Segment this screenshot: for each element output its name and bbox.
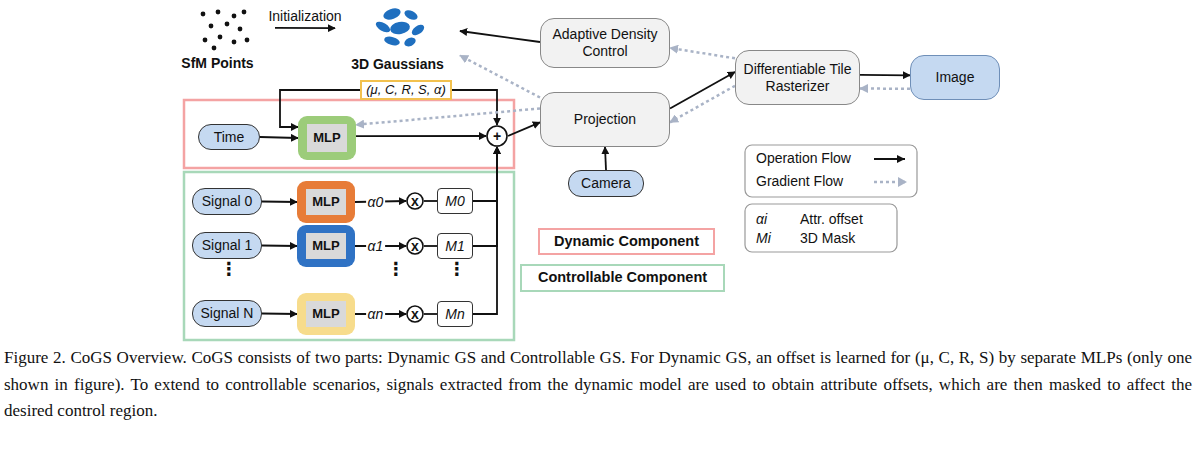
gradient-flow-head [898, 177, 907, 187]
node-text: x [411, 194, 419, 208]
circle-node: x [406, 305, 424, 323]
legend-entry: Operation Flow [756, 150, 851, 166]
edge-label: α1 [366, 238, 386, 254]
plain-node: 3D Gaussians [335, 3, 460, 73]
dynamic-region [184, 100, 514, 168]
operation-flow-connector [452, 90, 497, 125]
operation-flow-connector [424, 313, 437, 315]
gaussians-illustration [374, 6, 426, 48]
figure-caption: Figure 2. CoGS Overview. CoGS consists o… [4, 345, 1192, 425]
circle-node: + [486, 125, 508, 147]
node-text: MLP [312, 306, 339, 322]
node-text: Differentiable Tile Rasterizer [742, 61, 853, 95]
node-text: (μ, C, R, S, α) [366, 82, 446, 98]
legend-entry: Gradient Flow [756, 173, 843, 189]
pill-node: Signal 0 [192, 188, 262, 215]
edge-label: Initialization [266, 8, 343, 24]
operation-flow-connector [356, 135, 486, 137]
gradient-flow-connector [670, 48, 735, 58]
round-node: Adaptive Density Control [540, 18, 670, 68]
node-text: Image [936, 69, 975, 86]
round-node: Image [910, 55, 1000, 100]
key-text: Mi [756, 230, 771, 246]
mask-node: M1 [437, 233, 473, 259]
operation-flow-connector [424, 200, 437, 202]
operation-flow-connector [605, 147, 606, 170]
pill-node: Camera [568, 170, 644, 197]
key-text: 3D Mask [800, 230, 855, 246]
mlp-node: MLP [298, 116, 356, 160]
node-text: Adaptive Density Control [547, 26, 663, 60]
gradient-flow-connector [356, 109, 540, 125]
mlp-node: MLP [297, 181, 355, 223]
operation-flow-connector [473, 147, 497, 201]
operation-flow-connector [275, 27, 335, 29]
pill-node: Signal N [192, 300, 262, 327]
legend-text: Operation Flow [756, 150, 851, 166]
node-text: Time [214, 129, 245, 146]
node-text: MLP [313, 130, 340, 146]
symbol-key-box [745, 204, 897, 252]
operation-flow-connector [262, 245, 297, 247]
node-text: + [493, 129, 501, 143]
node-text: Camera [581, 175, 631, 192]
node-text: MLP [312, 238, 339, 254]
pill-node: Signal 1 [192, 232, 262, 259]
sfm-points-illustration [201, 10, 250, 51]
node-text: MLP [312, 194, 339, 210]
plain-node: SfM Points [160, 5, 275, 72]
operation-flow-connector [508, 122, 540, 136]
key-text: αi [756, 211, 767, 227]
node-text: Mn [445, 306, 464, 323]
gradient-flow-connector [670, 86, 735, 123]
tag-node: Dynamic Component [538, 228, 715, 255]
operation-flow-connector [262, 201, 297, 203]
node-text: Projection [574, 111, 636, 128]
node-text: M0 [445, 193, 464, 210]
circle-node: x [406, 237, 424, 255]
node-text: Dynamic Component [554, 233, 699, 250]
gradient-flow-connector [860, 87, 910, 90]
pill-node: Time [198, 124, 260, 150]
edge-label: αn [366, 306, 386, 322]
round-node: Projection [540, 92, 670, 147]
circle-node: x [406, 192, 424, 210]
controllable-region [184, 172, 514, 340]
node-text: SfM Points [181, 55, 253, 72]
mask-node: M0 [437, 188, 473, 214]
ybox-node: (μ, C, R, S, α) [360, 80, 452, 100]
node-text: Controllable Component [538, 269, 707, 286]
gradient-flow-connector [460, 56, 540, 98]
node-text: M1 [445, 238, 464, 255]
ellipsis-mark: ⋮ [448, 258, 466, 280]
operation-flow-connector [473, 147, 497, 246]
operation-flow-connector [262, 313, 297, 315]
operation-flow-connector [460, 31, 540, 42]
tag-node: Controllable Component [520, 264, 725, 292]
node-text: Signal N [201, 305, 254, 322]
legend-box [745, 145, 917, 197]
mlp-node: MLP [297, 293, 355, 335]
ellipsis-mark: ⋮ [387, 258, 405, 280]
node-text: x [411, 307, 419, 321]
mask-node: Mn [437, 301, 473, 327]
key-text: Attr. offset [800, 211, 863, 227]
round-node: Differentiable Tile Rasterizer [735, 50, 860, 105]
node-text: 3D Gaussians [351, 56, 444, 73]
legend-text: Gradient Flow [756, 173, 843, 189]
ellipsis-mark: ⋮ [220, 258, 238, 280]
mlp-node: MLP [297, 225, 355, 267]
edge-label: α0 [366, 194, 386, 210]
operation-flow-connector [424, 245, 437, 247]
operation-flow-head [897, 155, 905, 163]
operation-flow-connector [473, 147, 497, 314]
node-text: Signal 1 [202, 237, 253, 254]
operation-flow-connector [260, 137, 298, 138]
operation-flow-connector [860, 74, 910, 76]
node-text: Signal 0 [202, 193, 253, 210]
node-text: x [411, 239, 419, 253]
